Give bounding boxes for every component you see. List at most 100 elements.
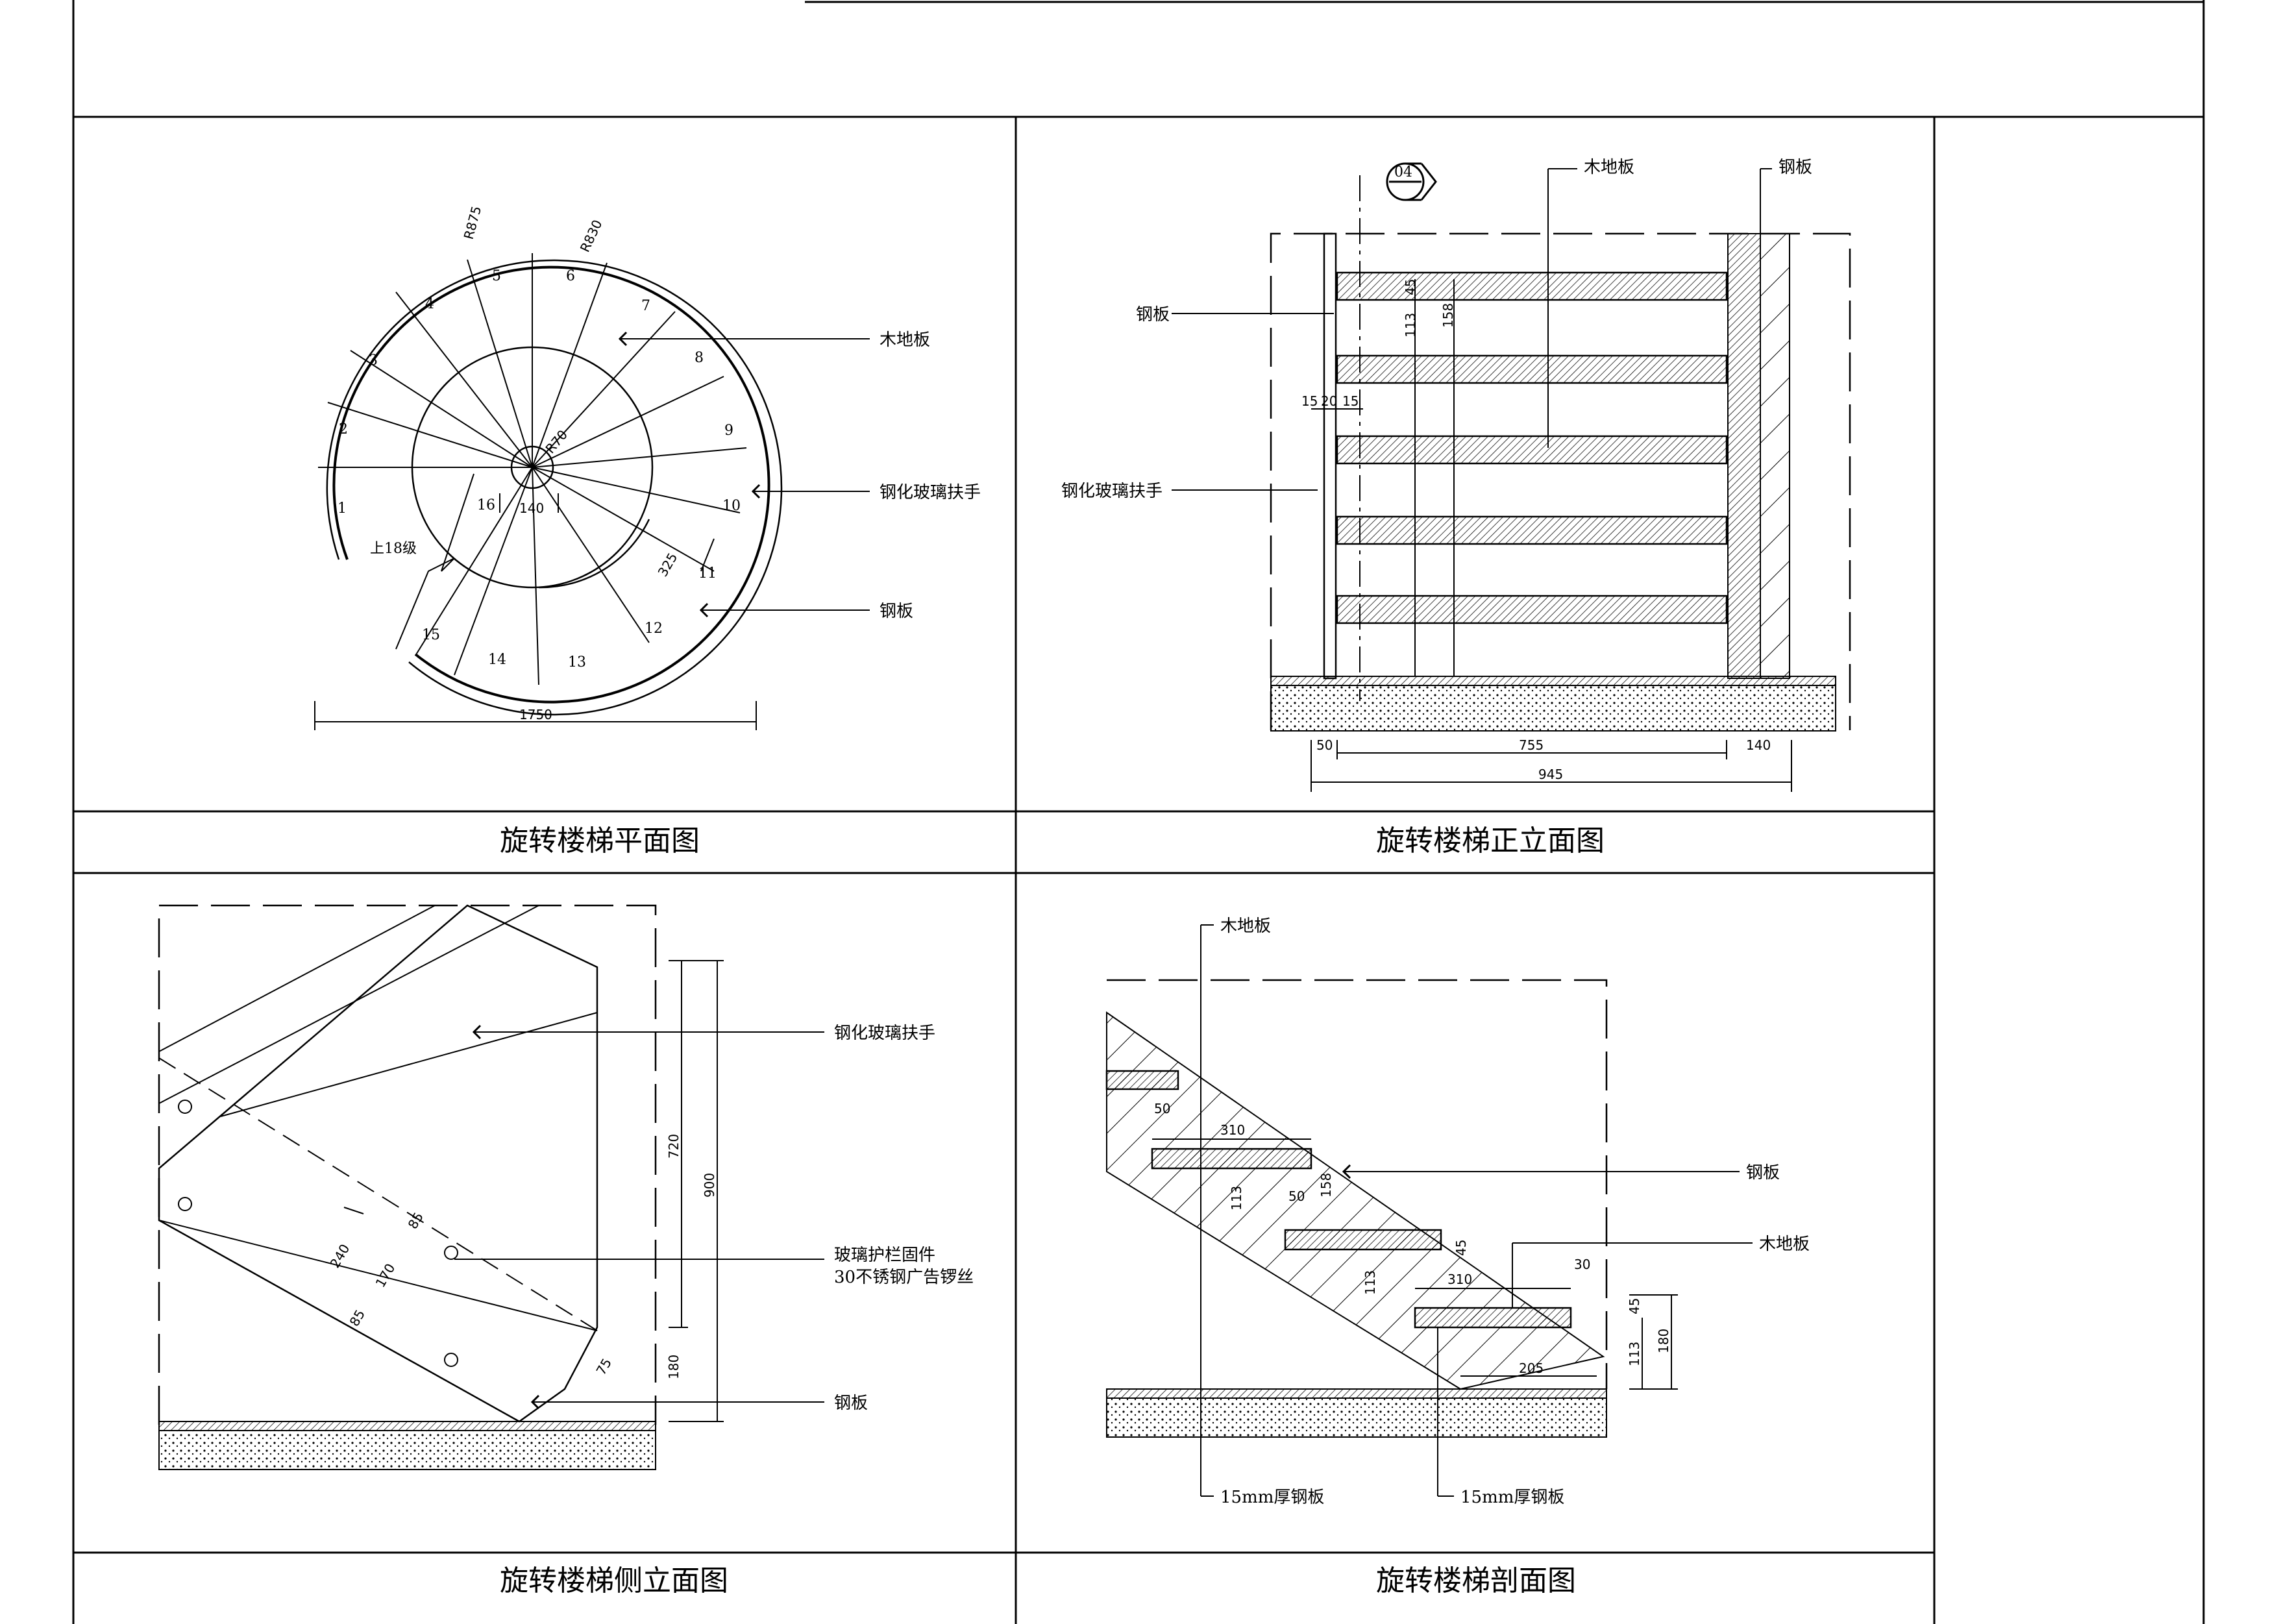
front-dim-140: 140 — [1746, 737, 1771, 753]
front-dim-158: 158 — [1440, 303, 1456, 328]
plan-step-8: 8 — [695, 350, 704, 366]
front-dim-945: 945 — [1538, 767, 1563, 782]
plan-step-lines — [318, 253, 747, 685]
section-dim-113b: 113 — [1362, 1270, 1378, 1295]
plan-dim-r875: R875 — [461, 204, 485, 241]
plan-step-6: 6 — [566, 268, 575, 284]
section-dim-113c: 113 — [1627, 1342, 1642, 1366]
side-floor-slab — [158, 1421, 656, 1431]
section-label-plate-left: 15mm厚钢板 — [1220, 1488, 1324, 1507]
section-dim-310a: 310 — [1220, 1122, 1245, 1138]
plan-step-12: 12 — [645, 621, 663, 637]
front-label-steel-left: 钢板 — [1136, 305, 1170, 325]
side-dash-line — [158, 1057, 598, 1331]
plan-outer-arc — [332, 265, 770, 704]
plan-label-glass-handrail: 钢化玻璃扶手 — [880, 483, 981, 502]
front-text: 04 木地板 钢板 钢板 钢化玻璃扶手 45 113 158 15 20 15 … — [1061, 158, 1812, 857]
plan-label-steel-plate: 钢板 — [880, 602, 913, 621]
plan-step-1: 1 — [338, 500, 347, 517]
section-label-wood-right: 木地板 — [1759, 1235, 1810, 1254]
front-dim-50: 50 — [1316, 737, 1333, 753]
side-dim-75: 75 — [593, 1355, 615, 1377]
plan-step-11: 11 — [698, 565, 717, 582]
front-label-steel-right: 钢板 — [1779, 158, 1812, 177]
side-label-glass-handrail: 钢化玻璃扶手 — [834, 1024, 935, 1043]
plan-step-10: 10 — [722, 498, 741, 514]
front-dim-20: 20 — [1321, 393, 1337, 409]
side-bolts — [178, 1100, 458, 1367]
side-dim-85b: 85 — [347, 1307, 369, 1329]
front-floor-slab — [1270, 676, 1836, 686]
plan-title: 旋转楼梯平面图 — [500, 824, 700, 857]
side-dim-170: 170 — [373, 1261, 399, 1290]
plan-dim-r830: R830 — [577, 217, 606, 254]
section-dim-50b: 50 — [1288, 1188, 1305, 1204]
side-label-fixing-1: 玻璃护栏固件 — [834, 1246, 935, 1265]
section-treads — [1105, 1070, 1572, 1329]
side-dim-900: 900 — [702, 1173, 717, 1198]
plan-outer-arc-2 — [326, 259, 783, 716]
section-label-wood-top: 木地板 — [1220, 917, 1271, 936]
side-dim-720: 720 — [666, 1134, 682, 1159]
front-left-post — [1323, 232, 1337, 680]
section-text: 木地板 钢板 木地板 15mm厚钢板 15mm厚钢板 50 310 113 50… — [1154, 917, 1810, 1597]
side-dashed-frame — [158, 904, 657, 1425]
side-label-steel-plate: 钢板 — [834, 1394, 868, 1413]
section-label-steel-plate: 钢板 — [1746, 1163, 1780, 1183]
front-dim-45: 45 — [1403, 279, 1418, 295]
front-dim-15b: 15 — [1342, 393, 1359, 409]
plan-dim-140: 140 — [519, 500, 544, 516]
section-view — [1105, 924, 1753, 1497]
section-dim-310b: 310 — [1447, 1272, 1472, 1287]
side-label-fixing-2: 30不锈钢广告锣丝 — [834, 1268, 974, 1287]
side-glass-panel — [158, 904, 598, 1423]
section-dim-45a: 45 — [1453, 1240, 1469, 1256]
front-section-mark — [1386, 162, 1437, 201]
section-dim-30: 30 — [1574, 1257, 1590, 1272]
section-dim-50a: 50 — [1154, 1101, 1170, 1116]
plan-inner-arc — [538, 519, 650, 589]
section-dashed-frame — [1107, 979, 1608, 1389]
section-dim-180: 180 — [1656, 1329, 1671, 1353]
front-dashed-frame — [1270, 232, 1851, 730]
plan-step-2: 2 — [339, 421, 348, 437]
plan-break-line — [395, 473, 474, 650]
section-dim-113a: 113 — [1229, 1186, 1244, 1211]
plan-dim-325: 325 — [655, 550, 681, 579]
front-section-number: 04 — [1394, 164, 1412, 180]
plan-dim-1750: 1750 — [519, 707, 552, 722]
front-treads — [1336, 271, 1728, 624]
side-title: 旋转楼梯侧立面图 — [500, 1564, 728, 1597]
side-dim-180: 180 — [666, 1355, 682, 1379]
front-dim-755: 755 — [1519, 737, 1544, 753]
front-dim-113: 113 — [1403, 313, 1418, 338]
side-text: 钢化玻璃扶手 玻璃护栏固件 30不锈钢广告锣丝 钢板 720 900 180 2… — [327, 1024, 974, 1597]
side-dim-240: 240 — [327, 1241, 353, 1270]
plan-step-13: 13 — [568, 654, 586, 671]
plan-step-9: 9 — [724, 423, 733, 439]
section-label-plate-right: 15mm厚钢板 — [1460, 1488, 1564, 1507]
plan-step-4: 4 — [425, 296, 434, 312]
section-floor-slab — [1106, 1388, 1607, 1399]
plan-label-wood-floor: 木地板 — [880, 330, 930, 350]
front-title: 旋转楼梯正立面图 — [1376, 824, 1605, 857]
sheet-frame — [72, 0, 2205, 1624]
section-dim-158: 158 — [1318, 1173, 1334, 1198]
plan-step-3: 3 — [369, 352, 378, 369]
section-stringer — [1106, 1011, 1605, 1390]
front-label-glass-handrail: 钢化玻璃扶手 — [1061, 482, 1163, 501]
section-title: 旋转楼梯剖面图 — [1376, 1564, 1576, 1597]
section-dim-205: 205 — [1519, 1360, 1544, 1376]
plan-step-14: 14 — [488, 652, 506, 668]
front-view — [1172, 162, 1851, 792]
front-dim-15a: 15 — [1301, 393, 1318, 409]
plan-text: 1 2 3 4 5 6 7 8 9 10 11 12 13 14 15 16 上… — [338, 204, 981, 857]
front-right-wall — [1727, 233, 1761, 679]
plan-up-steps: 上18级 — [370, 541, 417, 557]
plan-step-15: 15 — [422, 627, 440, 643]
plan-step-5: 5 — [492, 268, 501, 284]
front-label-wood-floor: 木地板 — [1584, 158, 1634, 177]
side-view — [158, 904, 824, 1470]
plan-view — [314, 253, 870, 730]
